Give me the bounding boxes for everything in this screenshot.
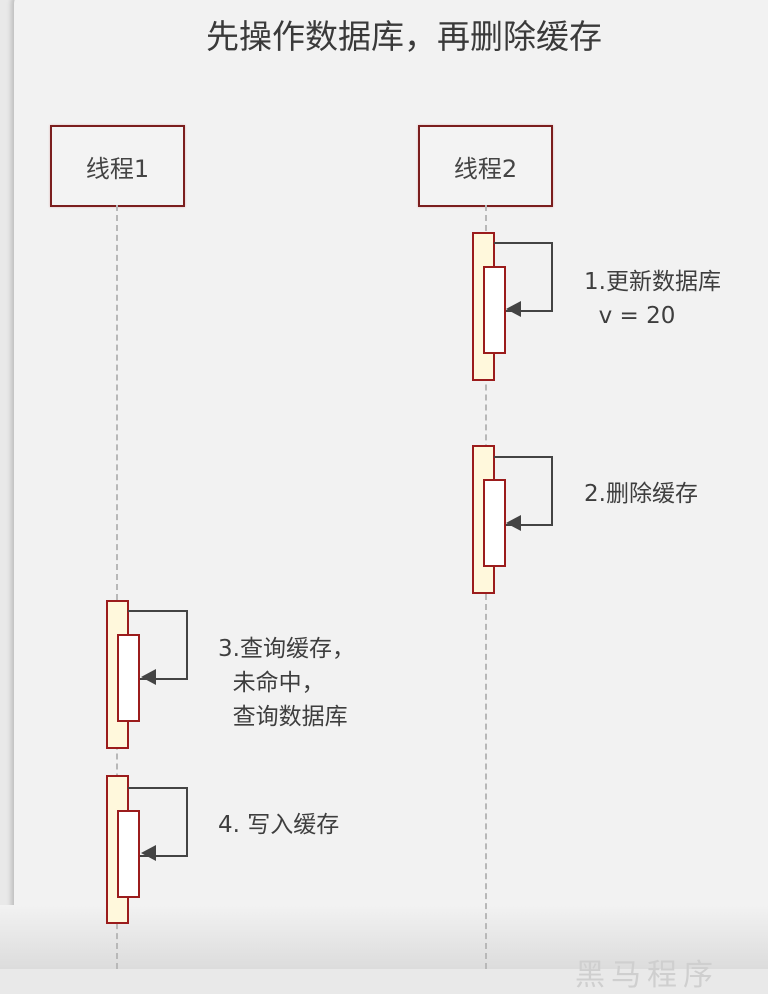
nested-activation-bar <box>483 479 506 567</box>
actor-label: 线程1 <box>85 154 150 183</box>
watermark: 黑马程序 <box>575 958 719 993</box>
step-label: 2.删除缓存 <box>584 477 698 511</box>
step-label: 1.更新数据库 v = 20 <box>584 265 721 333</box>
actor-label: 线程2 <box>453 154 518 183</box>
step-line: 查询数据库 <box>218 704 348 730</box>
step-line: 4. 写入缓存 <box>218 812 340 838</box>
arrow-head-icon <box>506 515 521 531</box>
self-message-line <box>494 242 553 312</box>
step-label: 3.查询缓存， 未命中， 查询数据库 <box>218 632 355 734</box>
actor-thread-2: 线程2 <box>418 125 553 207</box>
step-line: 2.删除缓存 <box>584 481 698 507</box>
self-message-line <box>494 456 553 526</box>
step-line: v = 20 <box>584 303 676 329</box>
nested-activation-bar <box>117 634 140 722</box>
lifeline-thread-1 <box>116 205 118 969</box>
nested-activation-bar <box>483 266 506 354</box>
step-line: 3.查询缓存， <box>218 636 355 662</box>
arrow-head-icon <box>141 845 156 861</box>
step-line: 未命中， <box>218 670 325 696</box>
diagram-title: 先操作数据库，再删除缓存 <box>206 17 602 56</box>
self-message-line <box>128 787 188 857</box>
nested-activation-bar <box>117 810 140 898</box>
step-line: 1.更新数据库 <box>584 269 721 295</box>
arrow-head-icon <box>506 301 521 317</box>
arrow-head-icon <box>141 669 156 685</box>
step-label: 4. 写入缓存 <box>218 808 339 842</box>
self-message-line <box>128 610 188 680</box>
actor-thread-1: 线程1 <box>50 125 185 207</box>
